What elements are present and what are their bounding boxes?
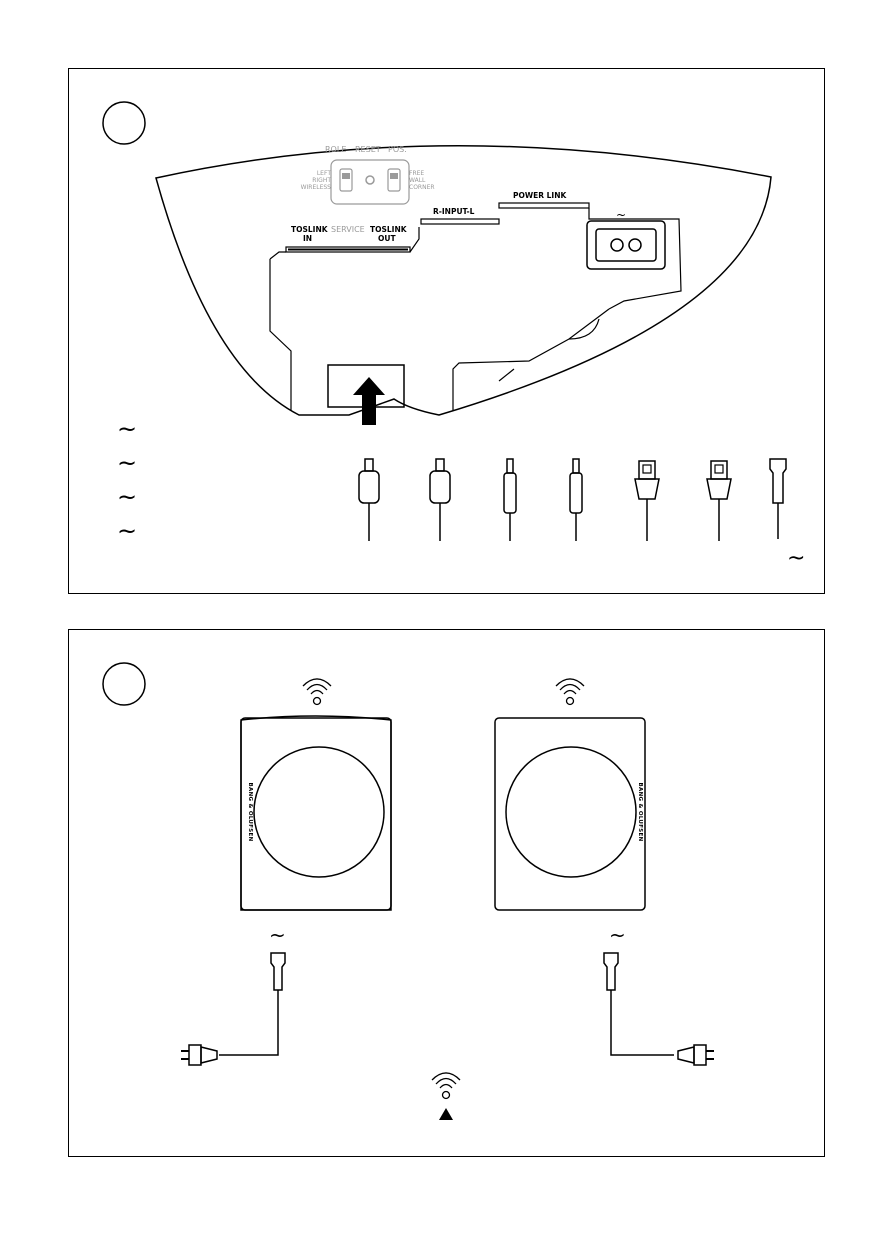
- tilde-icon: ~: [787, 546, 805, 571]
- placement-panel: BANG & OLUFSEN BANG & OLUFSEN ~ ~: [68, 629, 825, 1157]
- free-label: FREE: [409, 170, 424, 177]
- toslink-out-label: TOSLINK: [370, 225, 408, 234]
- wireless-signal-icon: [432, 1073, 460, 1099]
- right-speaker-brand: BANG & OLUFSEN: [637, 783, 643, 842]
- left-speaker-driver: [254, 747, 384, 877]
- wireless-signal-icon: [556, 679, 584, 705]
- mains-cable: [770, 459, 786, 539]
- wall-label: WALL: [409, 177, 426, 184]
- tilde-icon: ~: [117, 449, 137, 477]
- left-speaker-brand: BANG & OLUFSEN: [247, 783, 253, 842]
- role-switch-knob: [342, 173, 350, 179]
- pos-switch[interactable]: [388, 169, 400, 191]
- plug-icon: [181, 1045, 217, 1065]
- mains-socket[interactable]: [596, 229, 656, 261]
- left-label: LEFT: [317, 170, 331, 177]
- tilde-icon: ~: [117, 517, 137, 545]
- tilde-icon: ~: [609, 923, 626, 947]
- r-input-strip: [421, 219, 499, 224]
- triangle-icon: [439, 1108, 453, 1120]
- socket-pin-left: [611, 239, 623, 251]
- pos-switch-knob: [390, 173, 398, 179]
- toslink-in-label: TOSLINK: [291, 225, 329, 234]
- switch-panel: [331, 160, 409, 204]
- step-circle-2: [103, 663, 145, 705]
- toslink-cable-1: [359, 459, 379, 541]
- power-link-strip: [499, 203, 589, 208]
- tilde-icon: ~: [117, 483, 137, 511]
- power-link-label: POWER LINK: [513, 191, 568, 200]
- inner-recess-lines: [270, 208, 681, 411]
- up-arrow-icon: [353, 377, 385, 425]
- mains-socket-housing: [587, 221, 665, 269]
- placement-panel-drawing: BANG & OLUFSEN BANG & OLUFSEN ~ ~: [69, 630, 826, 1158]
- speaker-base-outline: [156, 146, 771, 415]
- right-label: RIGHT: [312, 177, 331, 184]
- powerlink-cable-1: [635, 461, 659, 541]
- step-circle-1: [103, 102, 145, 144]
- powerlink-cable-2: [707, 461, 731, 541]
- tilde-icon: ~: [269, 923, 286, 947]
- toslink-cable-2: [430, 459, 450, 541]
- right-mains-cable: [604, 953, 674, 1055]
- rca-cable-2: [570, 459, 582, 541]
- role-switch[interactable]: [340, 169, 352, 191]
- connection-panel: ROLE RESET POS. LEFT RIGHT WIRELESS FREE…: [68, 68, 825, 594]
- left-mains-cable: [219, 953, 285, 1055]
- tilde-icon: ~: [117, 415, 137, 443]
- r-input-l-label: R-INPUT-L: [433, 207, 475, 216]
- left-speaker-outline: [241, 716, 391, 910]
- role-label: ROLE: [325, 145, 346, 154]
- inner-recess-right: [453, 309, 609, 411]
- toslink-in-sub-label: IN: [303, 234, 312, 243]
- corner-label: CORNER: [409, 184, 435, 191]
- wireless-label: WIRELESS: [301, 184, 332, 191]
- socket-pin-right: [629, 239, 641, 251]
- toslink-out-sub-label: OUT: [378, 234, 396, 243]
- pos-label: POS.: [388, 145, 407, 154]
- service-label: SERVICE: [331, 225, 365, 234]
- plug-icon: [678, 1045, 714, 1065]
- reset-label: RESET: [355, 145, 381, 154]
- right-speaker-driver: [506, 747, 636, 877]
- mains-tilde-label: ~: [616, 208, 626, 222]
- connection-panel-drawing: ROLE RESET POS. LEFT RIGHT WIRELESS FREE…: [69, 69, 826, 595]
- wireless-signal-icon: [303, 679, 331, 705]
- rca-cable-1: [504, 459, 516, 541]
- reset-button[interactable]: [366, 176, 374, 184]
